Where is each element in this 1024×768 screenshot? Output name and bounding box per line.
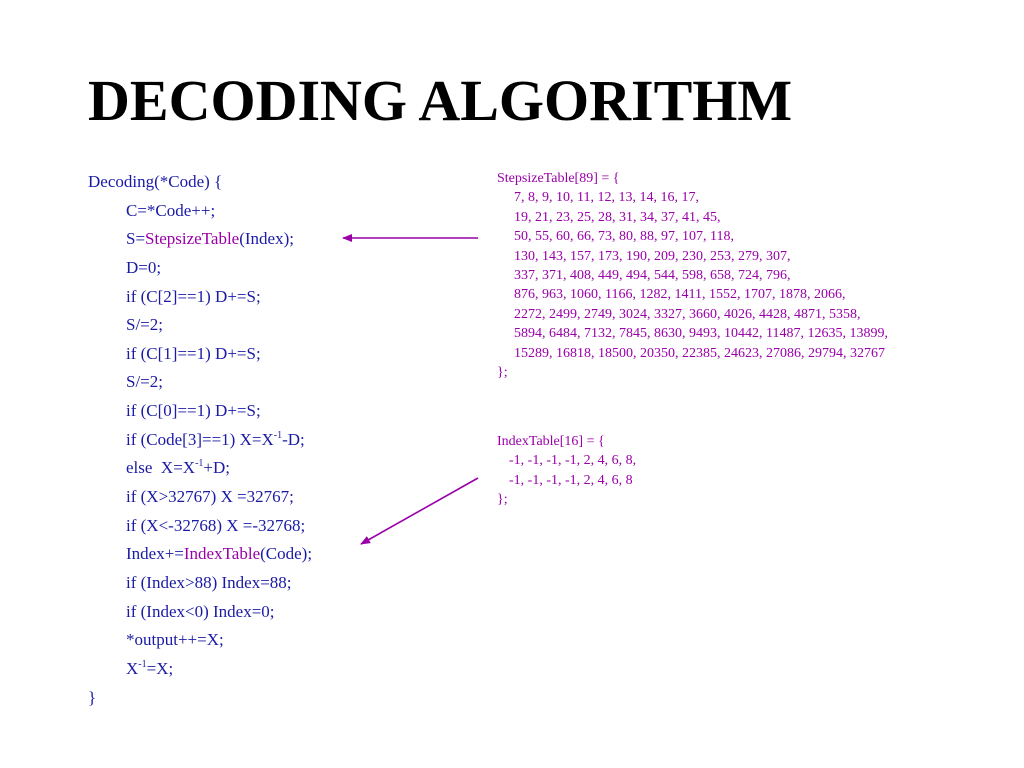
code-text: (Code); bbox=[260, 544, 313, 564]
code-line: else X=X-1+D; bbox=[88, 454, 488, 483]
table-row: 130, 143, 157, 173, 190, 209, 230, 253, … bbox=[514, 248, 791, 264]
code-line: if (Index>88) Index=88; bbox=[126, 572, 292, 592]
table-header: StepsizeTable[89] = { bbox=[497, 171, 620, 186]
code-line: if (X<-32768) X =-32768; bbox=[126, 515, 306, 535]
table-row: -1, -1, -1, -1, 2, 4, 6, 8, bbox=[509, 453, 637, 469]
table-row: 15289, 16818, 18500, 20350, 22385, 24623… bbox=[514, 345, 885, 361]
code-text: else X=X bbox=[126, 458, 196, 478]
table-footer: }; bbox=[497, 492, 508, 508]
code-line: } bbox=[88, 687, 97, 707]
code-line: S=StepsizeTable(Index); bbox=[88, 225, 488, 254]
stepsize-table-definition: StepsizeTable[89] = { 7, 8, 9, 10, 11, 1… bbox=[497, 169, 888, 382]
code-text: X bbox=[126, 658, 139, 678]
code-line: if (C[1]==1) D+=S; bbox=[126, 343, 261, 363]
code-line: if (Code[3]==1) X=X-1-D; bbox=[88, 426, 488, 455]
code-line: if (C[0]==1) D+=S; bbox=[126, 401, 261, 421]
table-row: 5894, 6484, 7132, 7845, 8630, 9493, 1044… bbox=[514, 326, 888, 342]
code-line: *output++=X; bbox=[126, 630, 224, 650]
code-line: S/=2; bbox=[126, 315, 163, 335]
code-text: if (Code[3]==1) X=X bbox=[126, 429, 274, 449]
code-text: -D; bbox=[282, 429, 305, 449]
code-line: D=0; bbox=[126, 257, 162, 277]
table-row: 337, 371, 408, 449, 494, 544, 598, 658, … bbox=[514, 267, 791, 283]
table-row: 19, 21, 23, 25, 28, 31, 34, 37, 41, 45, bbox=[514, 209, 721, 225]
code-text: Index+= bbox=[126, 544, 184, 564]
table-row: 7, 8, 9, 10, 11, 12, 13, 14, 16, 17, bbox=[514, 190, 699, 206]
table-row: 2272, 2499, 2749, 3024, 3327, 3660, 4026… bbox=[514, 306, 861, 322]
table-footer: }; bbox=[497, 364, 508, 380]
code-line: C=*Code++; bbox=[126, 200, 216, 220]
code-text: (Index); bbox=[239, 229, 294, 249]
superscript: -1 bbox=[138, 658, 147, 670]
stepsize-table-reference: StepsizeTable bbox=[145, 229, 240, 249]
table-row: -1, -1, -1, -1, 2, 4, 6, 8 bbox=[509, 472, 633, 488]
superscript: -1 bbox=[273, 429, 283, 441]
index-table-definition: IndexTable[16] = { -1, -1, -1, -1, 2, 4,… bbox=[497, 432, 636, 510]
code-line: S/=2; bbox=[126, 372, 163, 392]
code-line: Index+=IndexTable(Code); bbox=[88, 540, 488, 569]
code-line: if (Index<0) Index=0; bbox=[126, 601, 275, 621]
decoding-code-block: Decoding(*Code) { C=*Code++; S=StepsizeT… bbox=[88, 168, 488, 712]
code-line: X-1=X; bbox=[88, 655, 488, 684]
code-line: if (X>32767) X =32767; bbox=[126, 487, 294, 507]
code-line: if (C[2]==1) D+=S; bbox=[126, 286, 261, 306]
code-text: S= bbox=[126, 229, 146, 249]
code-line: Decoding(*Code) { bbox=[88, 172, 223, 191]
superscript: -1 bbox=[195, 458, 204, 470]
code-text: +D; bbox=[203, 458, 231, 478]
table-header: IndexTable[16] = { bbox=[497, 434, 605, 449]
code-text: =X; bbox=[146, 658, 174, 678]
slide-title: DECODING ALGORITHM bbox=[88, 68, 793, 133]
table-row: 50, 55, 60, 66, 73, 80, 88, 97, 107, 118… bbox=[514, 229, 734, 245]
table-row: 876, 963, 1060, 1166, 1282, 1411, 1552, … bbox=[514, 287, 846, 303]
index-table-reference: IndexTable bbox=[183, 544, 261, 564]
